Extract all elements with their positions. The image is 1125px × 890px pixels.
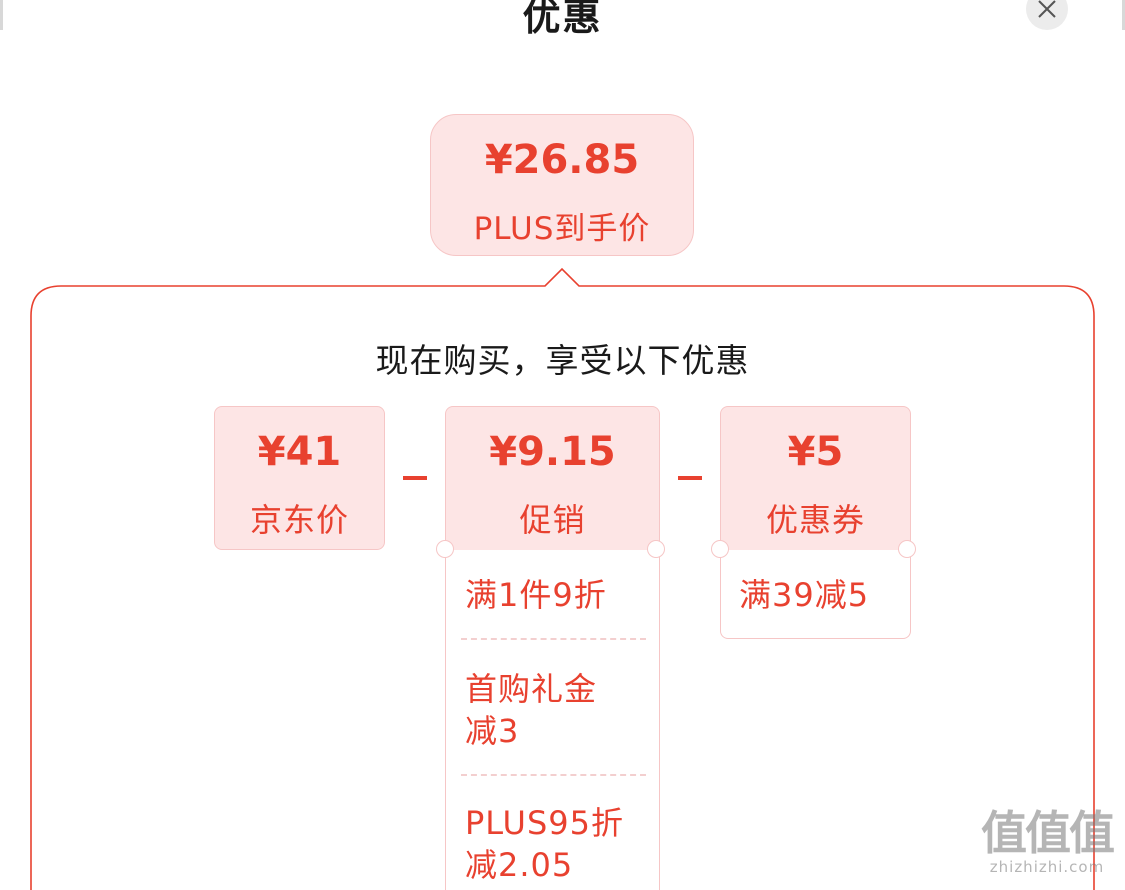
ticket-notch	[436, 540, 454, 558]
promotion-card: ¥9.15 促销	[445, 406, 660, 550]
ticket-notch	[711, 540, 729, 558]
promotion-details: 满1件9折 首购礼金 减3 PLUS95折 减2.05	[445, 550, 660, 890]
page-title: 优惠	[522, 0, 603, 39]
jd-price-card: ¥41 京东价	[214, 406, 385, 550]
minus-sign	[403, 476, 427, 480]
coupon-details: 满39减5	[720, 550, 911, 639]
minus-sign	[678, 476, 702, 480]
sheet-edge-left	[0, 0, 3, 30]
coupon-value: ¥5	[787, 429, 844, 475]
promotion-item-3: PLUS95折 减2.05	[465, 804, 624, 884]
close-icon	[1038, 0, 1056, 18]
divider	[461, 638, 646, 640]
divider	[461, 774, 646, 776]
promotion-item-1: 满1件9折	[465, 576, 607, 614]
watermark: 值值值 zhizhizhi.com	[972, 808, 1122, 888]
watermark-logo: 值值值	[981, 806, 1115, 860]
ticket-notch	[898, 540, 916, 558]
jd-price-value: ¥41	[257, 429, 342, 475]
promotion-label: 促销	[519, 501, 586, 539]
plus-final-price-label: PLUS到手价	[473, 211, 651, 247]
promotion-item-2: 首购礼金 减3	[465, 670, 598, 750]
jd-price-label: 京东价	[249, 501, 349, 539]
coupon-card: ¥5 优惠券	[720, 406, 911, 550]
promotion-value: ¥9.15	[489, 429, 616, 475]
ticket-notch	[647, 540, 665, 558]
breakdown-subtitle: 现在购买，享受以下优惠	[375, 341, 750, 380]
plus-final-price: ¥26.85	[484, 137, 640, 183]
coupon-label: 优惠券	[765, 501, 865, 539]
plus-final-price-bubble: ¥26.85 PLUS到手价	[430, 114, 694, 256]
coupon-item-1: 满39减5	[739, 576, 870, 614]
sheet-edge-right	[1122, 0, 1125, 30]
watermark-text: zhizhizhi.com	[989, 858, 1105, 876]
